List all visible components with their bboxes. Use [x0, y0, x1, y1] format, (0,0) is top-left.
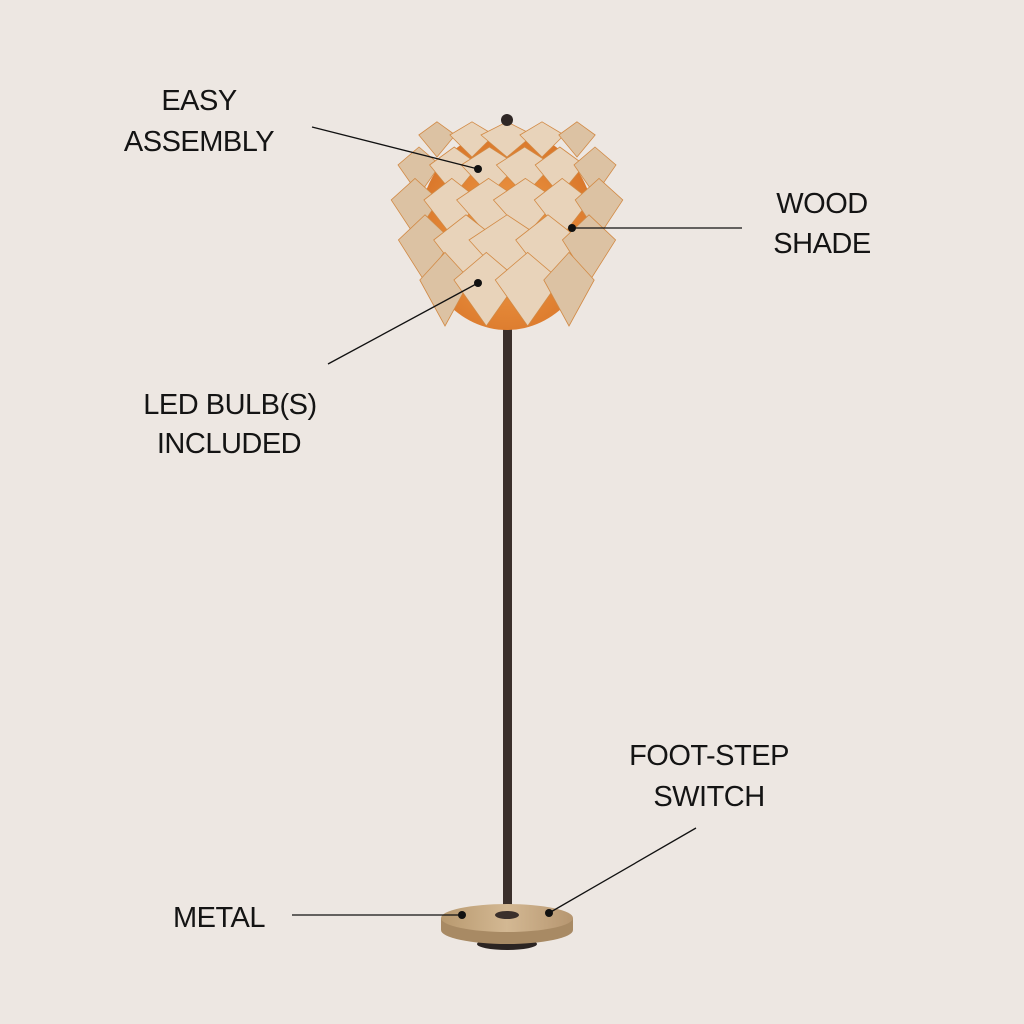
shade-petal [418, 121, 456, 158]
label-led-bulbs: LED BULB(S) [143, 389, 316, 421]
label-included: INCLUDED [157, 428, 301, 460]
lamp-base [441, 904, 573, 950]
label-metal: METAL [173, 902, 265, 934]
callout-metal-pointer [292, 911, 466, 919]
shade-petal [558, 121, 596, 158]
callout-foot-step-pointer [545, 827, 697, 917]
callout-led-pointer [327, 279, 482, 365]
label-wood: WOOD [776, 188, 867, 220]
lamp-pole [503, 300, 512, 915]
shade-petal [449, 121, 495, 158]
label-assembly: ASSEMBLY [124, 126, 274, 158]
shade-petal [480, 121, 534, 158]
label-shade: SHADE [773, 228, 871, 260]
label-switch: SWITCH [653, 781, 764, 813]
shade-petal [519, 121, 565, 158]
label-foot-step: FOOT-STEP [629, 740, 789, 772]
callout-wood-shade-pointer [568, 224, 742, 232]
wood-shade [390, 114, 624, 330]
callout-easy-assembly-pointer [311, 126, 482, 173]
label-easy: EASY [161, 85, 237, 117]
shade-petal [543, 251, 595, 327]
shade-petal [419, 251, 471, 327]
shade-petal [494, 251, 561, 327]
